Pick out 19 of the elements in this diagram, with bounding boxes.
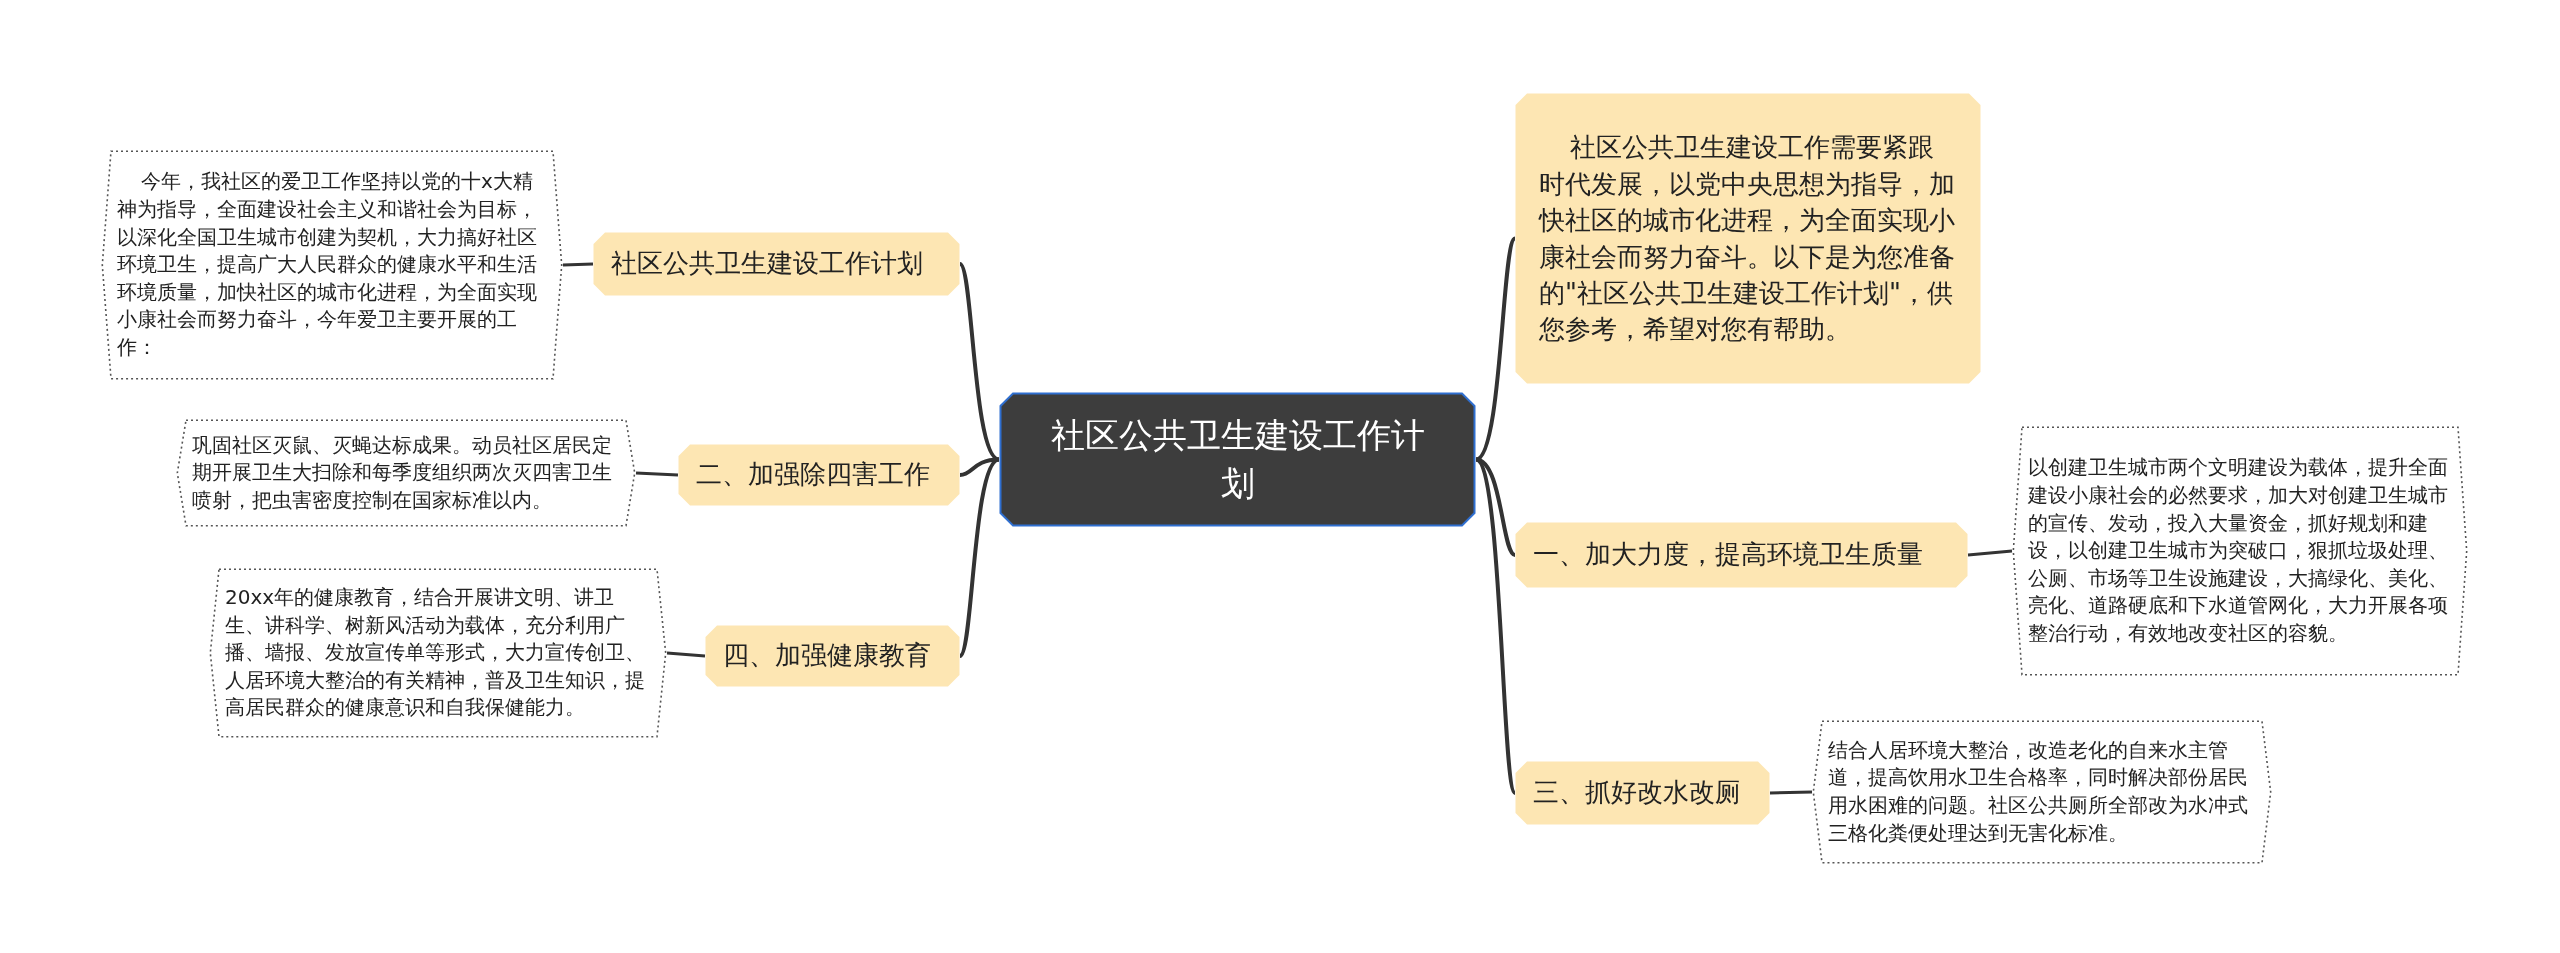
topic-box: 一、加大力度，提高环境卫生质量 [1515, 522, 1968, 588]
connector-line [666, 651, 706, 658]
topic-box: 三、抓好改水改厕 [1515, 761, 1770, 825]
note-box: 巩固社区灭鼠、灭蝇达标成果。动员社区居民定期开展卫生大扫除和每季度组织两次灭四害卫生喷射，把虫害密度控制在国家标准以内。 [176, 419, 636, 527]
note-box: 结合人居环境大整治，改造老化的自来水主管道，提高饮用水卫生合格率，同时解决部份居民用水困难的问题。社区公共厕所全部改为水冲式三格化粪便处理达到无害化标准。 [1812, 720, 2272, 864]
central-topic-box: 社区公共卫生建设工作计划 [999, 392, 1476, 527]
note-box: 20xx年的健康教育，结合开展讲文明、讲卫生、讲科学、树新风活动为载体，充分利用广播、墙报、发放宣传单等形式，大力宣传创卫、人居环境大整治的有关精神，普及卫生知识，提高居民群众的健康意识和自我保健能力。 [209, 568, 667, 738]
connector-line [1474, 237, 1517, 462]
connector-line [635, 471, 679, 477]
note-box: 今年，我社区的爱卫工作坚持以党的十x大精神为指导，全面建设社会主义和谐社会为目标，以深化全国卫生城市创建为契机，大力搞好社区环境卫生，提高广大人民群众的健康水平和生活环境质量，加快社区的城市化进程，为全面实现小康社会而努力奋斗，今年爱卫主要开展的工作： [101, 150, 563, 380]
topic-box: 四、加强健康教育 [705, 625, 960, 687]
connector-line [1967, 549, 2013, 557]
intro-box: 社区公共卫生建设工作需要紧跟时代发展，以党中央思想为指导，加快社区的城市化进程，为全面实现小康社会而努力奋斗。以下是为您准备的"社区公共卫生建设工作计划"，供您参考，希望对您有帮助。 [1515, 93, 1981, 384]
topic-box: 社区公共卫生建设工作计划 [593, 232, 960, 296]
connector-line [562, 262, 594, 267]
connector-line [1769, 790, 1813, 795]
note-box: 以创建卫生城市两个文明建设为载体，提升全面建设小康社会的必然要求，加大对创建卫生城市的宣传、发动，投入大量资金，抓好规划和建设，以创建卫生城市为突破口，狠抓垃圾处理、公厕、市场等卫生设施建设，大搞绿化、美化、亮化、道路硬底和下水道管网化，大力开展各项整治行动，有效地改变社区的容貌。 [2012, 426, 2468, 676]
topic-box: 二、加强除四害工作 [678, 444, 960, 506]
connector-line [1474, 458, 1517, 794]
